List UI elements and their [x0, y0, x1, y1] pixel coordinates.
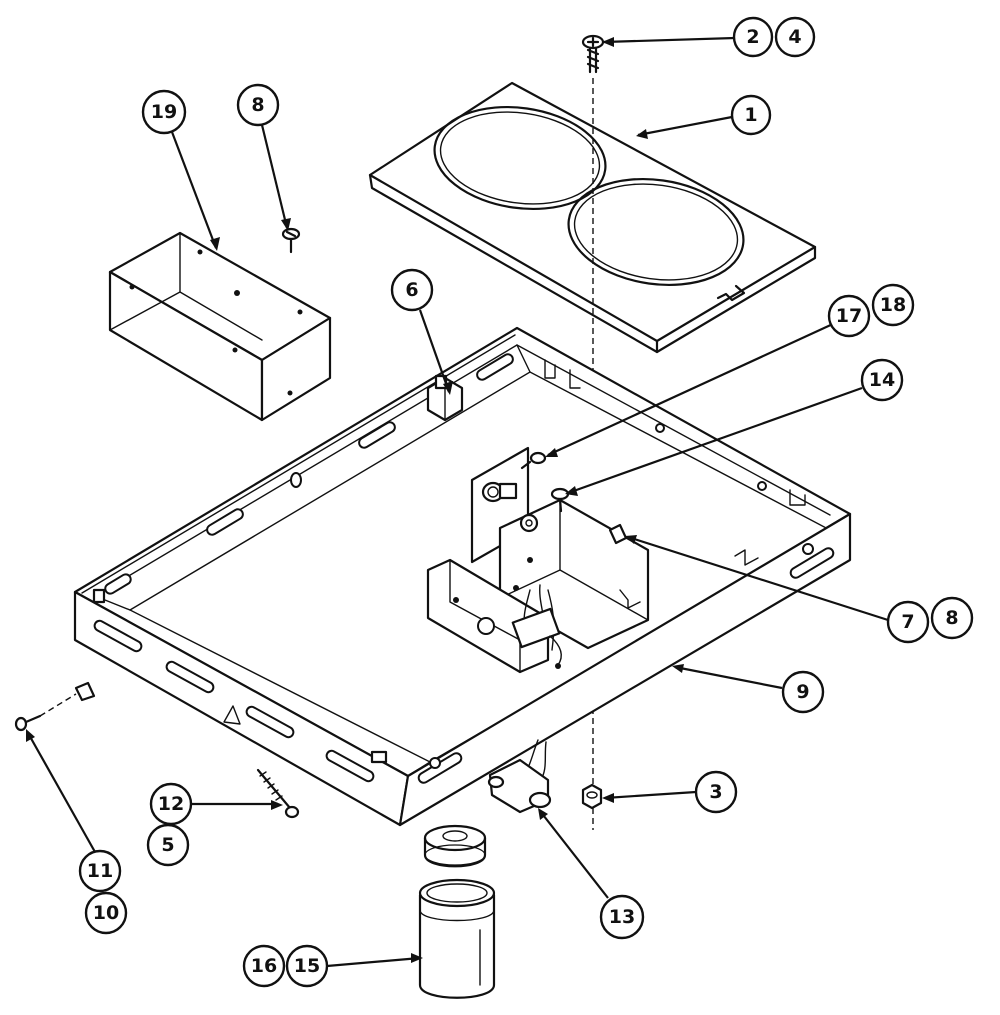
callout-11-label: 11 — [87, 860, 113, 882]
part-11-screw — [14, 681, 96, 732]
part-15-cap — [423, 824, 487, 868]
part-9-tray — [73, 326, 852, 827]
part-17-thermostat — [481, 451, 547, 503]
callout-6: 6 — [390, 268, 434, 312]
callout-16: 16 — [242, 944, 286, 988]
callout-5: 5 — [146, 823, 190, 867]
callout-8-right-label: 8 — [945, 607, 958, 629]
part-14-screw — [550, 487, 570, 513]
callout-13: 13 — [599, 894, 645, 940]
callout-8-right: 8 — [930, 596, 974, 640]
callout-10-label: 10 — [93, 902, 119, 924]
callout-7: 7 — [886, 600, 930, 644]
part-12-screw — [256, 768, 300, 819]
part-3-nut — [581, 783, 603, 810]
callout-15: 15 — [285, 944, 329, 988]
callout-14: 14 — [860, 358, 904, 402]
callout-6-label: 6 — [405, 279, 418, 301]
callout-17: 17 — [827, 294, 871, 338]
callout-18-label: 18 — [880, 294, 906, 316]
callout-12-label: 12 — [158, 793, 184, 815]
callout-9-label: 9 — [796, 681, 809, 703]
callout-8-top-label: 8 — [251, 94, 264, 116]
callout-8-top: 8 — [236, 83, 280, 127]
part-19-box — [108, 231, 332, 422]
callout-1-label: 1 — [744, 104, 757, 126]
callout-12: 12 — [149, 782, 193, 826]
callout-4-label: 4 — [788, 26, 801, 48]
part-2-screw — [581, 34, 605, 74]
callout-18: 18 — [871, 283, 915, 327]
callout-19-label: 19 — [151, 101, 177, 123]
callout-13-label: 13 — [609, 906, 635, 928]
part-16-jar — [418, 878, 496, 999]
callout-7-label: 7 — [901, 611, 914, 633]
callout-17-label: 17 — [836, 305, 862, 327]
callout-19: 19 — [141, 89, 187, 135]
callout-9: 9 — [781, 670, 825, 714]
callout-11: 11 — [78, 849, 122, 893]
callout-3: 3 — [694, 770, 738, 814]
part-13-switch — [487, 739, 552, 814]
part-7-clip — [608, 523, 628, 545]
callout-2: 2 — [732, 16, 774, 58]
lock-washer — [519, 513, 539, 533]
callout-5-label: 5 — [161, 834, 174, 856]
callout-15-label: 15 — [294, 955, 320, 977]
part-8-screw — [281, 227, 301, 254]
callout-10: 10 — [84, 891, 128, 935]
callout-16-label: 16 — [251, 955, 277, 977]
callout-2-label: 2 — [746, 26, 759, 48]
leader-lines — [26, 36, 889, 968]
callout-4: 4 — [774, 16, 816, 58]
callout-1: 1 — [730, 94, 772, 136]
callout-14-label: 14 — [869, 369, 895, 391]
callout-3-label: 3 — [709, 781, 722, 803]
